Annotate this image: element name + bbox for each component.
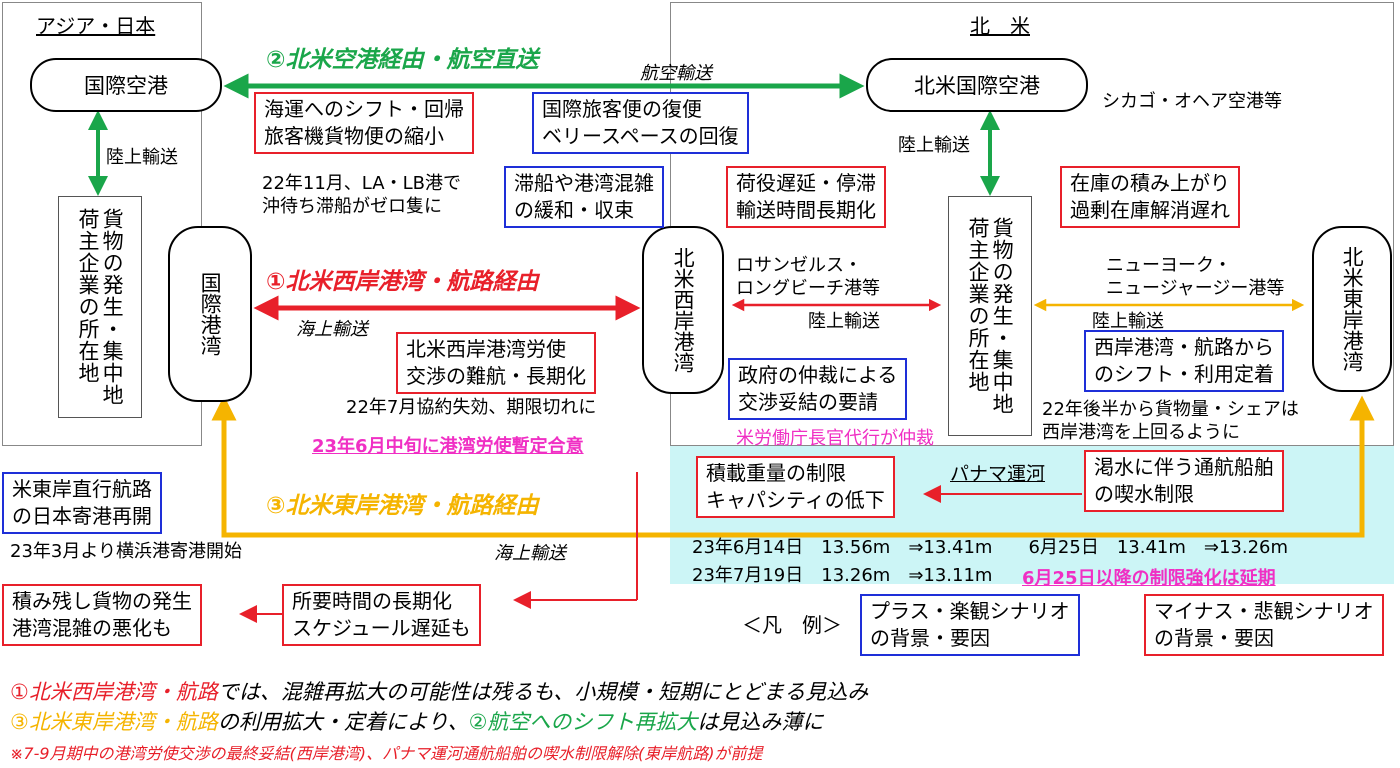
asia-region-title: アジア・日本 [36, 14, 156, 38]
ny-nj-label: ニューヨーク・ ニュージャージー港等 [1106, 255, 1285, 300]
panama-label: パナマ運河 [950, 463, 1046, 485]
na-airport-node: 北米国際空港 [866, 58, 1088, 112]
labor-box: 北米西岸港湾労使 交渉の難航・長期化 [396, 332, 596, 394]
longer-time-box: 所要時間の長期化 スケジュール遅延も [282, 584, 481, 646]
jun23-note: 23年6月中旬に港湾労使暫定合意 [312, 436, 584, 457]
land-jp-label: 陸上輸送 [106, 147, 178, 168]
conclusion-1-rest: では、混雑再拡大の可能性は残るも、小規模・短期にとどまる見込み [217, 680, 869, 704]
jul22-note: 22年7月協約失効、期限切れに [346, 397, 597, 418]
mar23-note: 23年3月より横浜港寄港開始 [10, 541, 242, 562]
chicago-label: シカゴ・オヘア空港等 [1102, 91, 1282, 112]
conclusion-2-orange: ③北米東岸港湾・航路 [10, 710, 218, 734]
legend-plus-box: プラス・楽観シナリオ の背景・要因 [860, 594, 1080, 656]
east-port-node: 北米東岸港湾 [1312, 226, 1392, 392]
route1-label: ①北米西岸港湾・航路経由 [266, 269, 539, 295]
sea1-label: 海上輸送 [296, 319, 368, 340]
na-region-title: 北 米 [970, 14, 1030, 38]
nov22-note: 22年11月、LA・LB港で 沖待ち滞船がゼロ隻に [262, 173, 461, 218]
panama-row-2: 23年7月19日 13.26m ⇒13.11m [692, 565, 993, 586]
land-na-label: 陸上輸送 [898, 135, 970, 156]
west-shift-box: 西岸港湾・航路から のシフト・利用定着 [1084, 330, 1284, 392]
air-transport-label: 航空輸送 [640, 63, 712, 84]
h2-22-note: 22年後半から貨物量・シェアは 西岸港湾を上回るように [1042, 399, 1299, 444]
drought-box: 渇水に伴う通航船舶 の喫水制限 [1084, 450, 1284, 512]
east-route-arrow [211, 395, 1375, 538]
conclusion-line-3: ※7-9月期中の港湾労使交渉の最終妥結(西岸港湾)、パナマ運河通航船舶の喫水制限… [10, 744, 763, 763]
route3-label: ③北米東岸港湾・航路経由 [266, 493, 539, 519]
east-direct-box: 米東岸直行航路 の日本寄港再開 [2, 472, 162, 534]
conclusion-1-red: ①北米西岸港湾・航路 [10, 680, 218, 704]
legend-minus-box: マイナス・悲観シナリオ の背景・要因 [1144, 594, 1384, 656]
weight-limit-box: 積載重量の制限 キャパシティの低下 [696, 456, 895, 518]
na-region [670, 2, 1394, 446]
inventory-box: 在庫の積み上がり 過剰在庫解消遅れ [1060, 166, 1240, 228]
asia-region [2, 2, 202, 446]
shipper-jp-node: 貨物の発生・集中地 荷主企業の所在地 [58, 196, 142, 418]
route2-label: ②北米空港経由・航空直送 [266, 47, 539, 73]
conclusion-line-1: ①北米西岸港湾・航路では、混雑再拡大の可能性は残るも、小規模・短期にとどまる見込… [10, 676, 868, 706]
la-lb-label: ロサンゼルス・ ロングビーチ港等 [736, 255, 880, 300]
congestion-box: 滞船や港湾混雑 の緩和・収束 [504, 166, 664, 228]
passenger-box: 国際旅客便の復便 ベリースペースの回復 [532, 92, 749, 154]
cargo-delay-box: 荷役遅延・停滞 輸送時間長期化 [726, 166, 886, 228]
intl-port-node: 国際港湾 [168, 226, 252, 402]
sea3-label: 海上輸送 [494, 543, 566, 564]
land-west-label: 陸上輸送 [808, 311, 880, 332]
leftover-box: 積み残し貨物の発生 港湾混雑の悪化も [2, 584, 202, 646]
shift-sea-box: 海運へのシフト・回帰 旅客機貨物便の縮小 [254, 92, 474, 154]
intl-airport-node: 国際空港 [30, 58, 222, 112]
legend-label: ＜凡 例＞ [742, 613, 842, 637]
shipper-na-node: 貨物の発生・集中地 荷主企業の所在地 [948, 196, 1032, 436]
labor-sec-note: 米労働庁長官代行が仲裁 [736, 428, 934, 449]
conclusion-line-2: ③北米東岸港湾・航路の利用拡大・定着により、②航空へのシフト再拡大は見込み薄に [10, 706, 823, 736]
conclusion-2-mid: の利用拡大・定着により、 [217, 710, 469, 734]
west-port-node: 北米西岸港湾 [642, 226, 724, 394]
gov-box: 政府の仲裁による 交渉妥結の要請 [728, 358, 908, 420]
conclusion-2-green: ②航空へのシフト再拡大 [468, 710, 698, 734]
land-east-label: 陸上輸送 [1092, 311, 1164, 332]
panama-row-1: 23年6月14日 13.56m ⇒13.41m 6月25日 13.41m ⇒13… [692, 537, 1289, 558]
jun25-note: 6月25日以降の制限強化は延期 [1022, 568, 1276, 589]
conclusion-2-end: は見込み薄に [697, 710, 824, 734]
